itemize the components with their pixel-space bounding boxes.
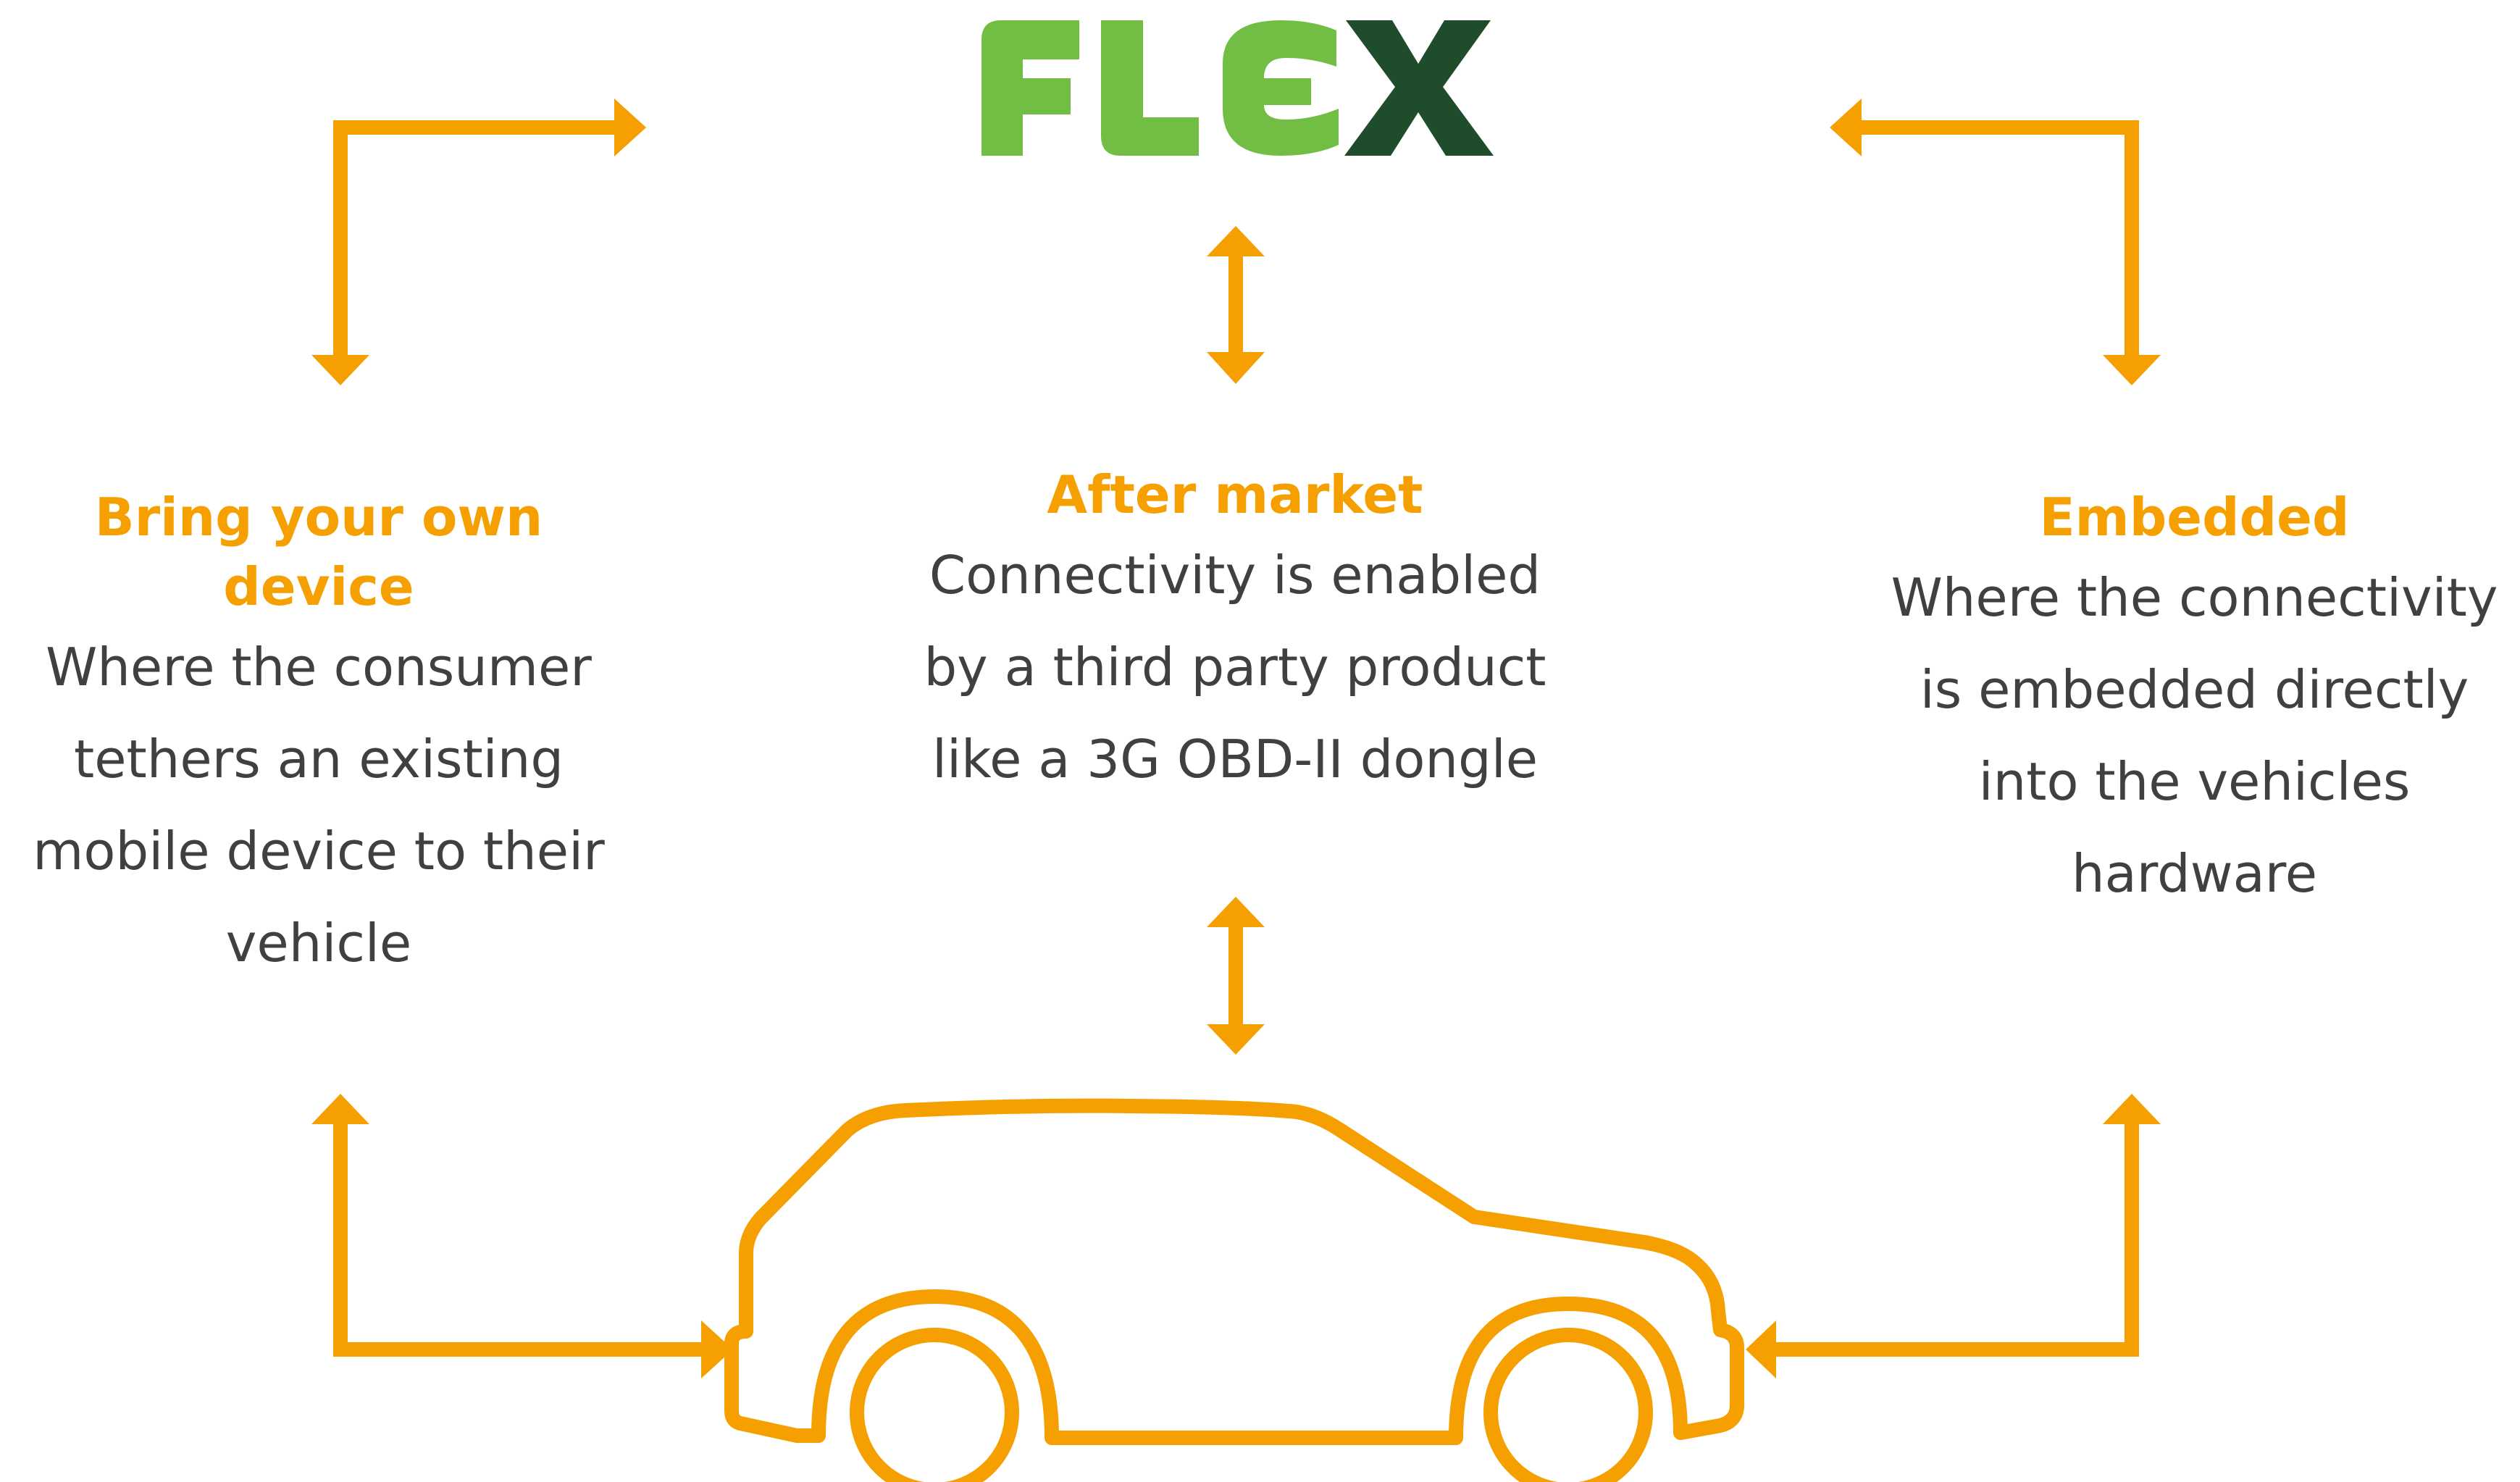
byod-description-line: vehicle bbox=[225, 913, 412, 974]
byod-description-line: Where the consumer bbox=[46, 637, 592, 698]
aftermarket-description-line: Connectivity is enabled bbox=[929, 545, 1541, 606]
embedded-description-line: hardware bbox=[2071, 843, 2318, 904]
aftermarket-description-line: by a third party product bbox=[924, 637, 1546, 698]
logo-letter-e bbox=[1223, 20, 1339, 156]
flex-logo bbox=[981, 20, 1494, 156]
embedded-text-block: Embedded Where the connectivity is embed… bbox=[1869, 482, 2520, 920]
aftermarket-description-line: like a 3G OBD-II dongle bbox=[932, 729, 1539, 790]
logo-letter-l bbox=[1101, 20, 1199, 156]
embedded-description-line: is embedded directly bbox=[1920, 659, 2469, 720]
embedded-description-line: into the vehicles bbox=[1978, 751, 2411, 812]
embedded-description-line: Where the connectivity bbox=[1891, 567, 2498, 628]
logo-letter-x bbox=[1344, 20, 1494, 156]
connection-arrows bbox=[311, 99, 2161, 1378]
arrow-logo-to-embedded bbox=[1830, 99, 2161, 385]
byod-text-block: Bring your own device Where the consumer… bbox=[0, 482, 637, 989]
car-outline-icon bbox=[724, 1098, 1744, 1482]
embedded-title: Embedded bbox=[2039, 487, 2350, 548]
aftermarket-title: After market bbox=[1047, 464, 1423, 525]
byod-description-line: tethers an existing bbox=[73, 729, 564, 790]
arrow-byod-to-vehicle bbox=[311, 1094, 733, 1378]
aftermarket-text-block: After market Connectivity is enabled by … bbox=[898, 460, 1572, 805]
arrow-embedded-to-vehicle bbox=[1746, 1094, 2161, 1378]
byod-description-line: mobile device to their bbox=[33, 821, 605, 882]
arrow-aftermarket-to-vehicle bbox=[1207, 897, 1265, 1055]
byod-title: Bring your own device bbox=[94, 487, 543, 617]
logo-letter-f bbox=[981, 20, 1079, 156]
arrow-logo-to-aftermarket bbox=[1207, 226, 1265, 384]
arrow-logo-to-byod bbox=[311, 99, 646, 385]
